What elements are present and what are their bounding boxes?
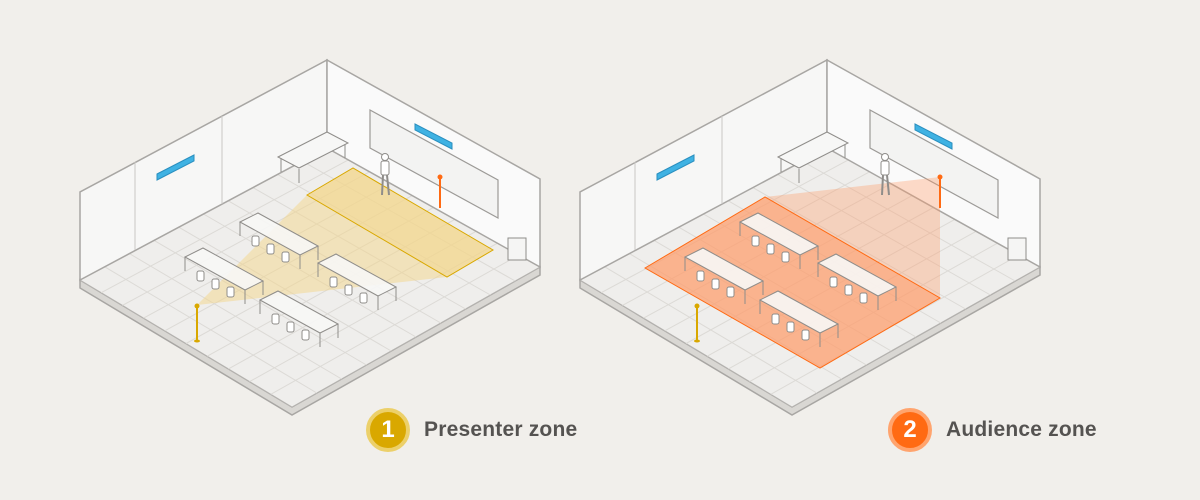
speaker-left-wall (656, 154, 695, 181)
presenter-person-body (380, 160, 390, 176)
cabinet (1007, 237, 1027, 261)
floor-tile-line (777, 173, 991, 296)
cabinet (507, 237, 527, 261)
presenter-person-head (381, 153, 389, 161)
presenter-person-leg (881, 174, 884, 196)
presenter-sensor-icon (694, 303, 700, 309)
presenter-zone-label: Presenter zone (424, 418, 578, 441)
back-table (776, 131, 850, 169)
chair (251, 235, 260, 247)
chair (766, 243, 775, 255)
presenter-zone-area (306, 167, 494, 278)
presenter-sensor-beam (197, 195, 447, 305)
presenter-sensor-base (694, 339, 700, 343)
chair (726, 286, 735, 298)
audience-sensor-beam (765, 177, 940, 298)
chair (829, 276, 838, 288)
chair (196, 270, 205, 282)
speaker-right-wall (914, 123, 953, 150)
presenter-person-head (881, 153, 889, 161)
presenter-person-leg (386, 174, 390, 196)
presenter-sensor-base (194, 339, 200, 343)
chair (859, 292, 868, 304)
legend-presenter-zone: 1 Presenter zone (366, 408, 577, 452)
chair (781, 251, 790, 263)
chair (696, 270, 705, 282)
chair (844, 284, 853, 296)
presenter-zone-badge: 1 (366, 408, 410, 452)
audience-zone-area (644, 196, 941, 369)
speaker-right-wall (414, 123, 453, 150)
audience-sensor-icon (437, 174, 443, 180)
chair (301, 329, 310, 341)
floor-tile-line (270, 254, 519, 395)
chair (344, 284, 353, 296)
audience-zone-label: Audience zone (946, 418, 1097, 441)
chair (771, 313, 780, 325)
chair (329, 276, 338, 288)
chair (226, 286, 235, 298)
whiteboard (369, 108, 499, 220)
chair (359, 292, 368, 304)
floor-tile-line (752, 187, 966, 310)
whiteboard (869, 108, 999, 220)
floor-tile-line (802, 160, 1016, 282)
chair (286, 321, 295, 333)
chair (801, 329, 810, 341)
audience-zone-badge: 2 (888, 408, 932, 452)
chair (211, 278, 220, 290)
chair (266, 243, 275, 255)
audience-sensor-icon (937, 174, 943, 180)
chair (271, 313, 280, 325)
chair (786, 321, 795, 333)
legend-audience-zone: 2 Audience zone (888, 408, 1097, 452)
room-presenter (78, 58, 542, 416)
presenter-person-leg (381, 174, 384, 196)
chair (711, 278, 720, 290)
presenter-person-leg (886, 174, 890, 196)
presenter-person-body (880, 160, 890, 176)
back-table (276, 131, 350, 169)
chair (751, 235, 760, 247)
chair (281, 251, 290, 263)
presenter-sensor-icon (194, 303, 200, 309)
speaker-left-wall (156, 154, 195, 181)
room-audience (578, 58, 1042, 416)
